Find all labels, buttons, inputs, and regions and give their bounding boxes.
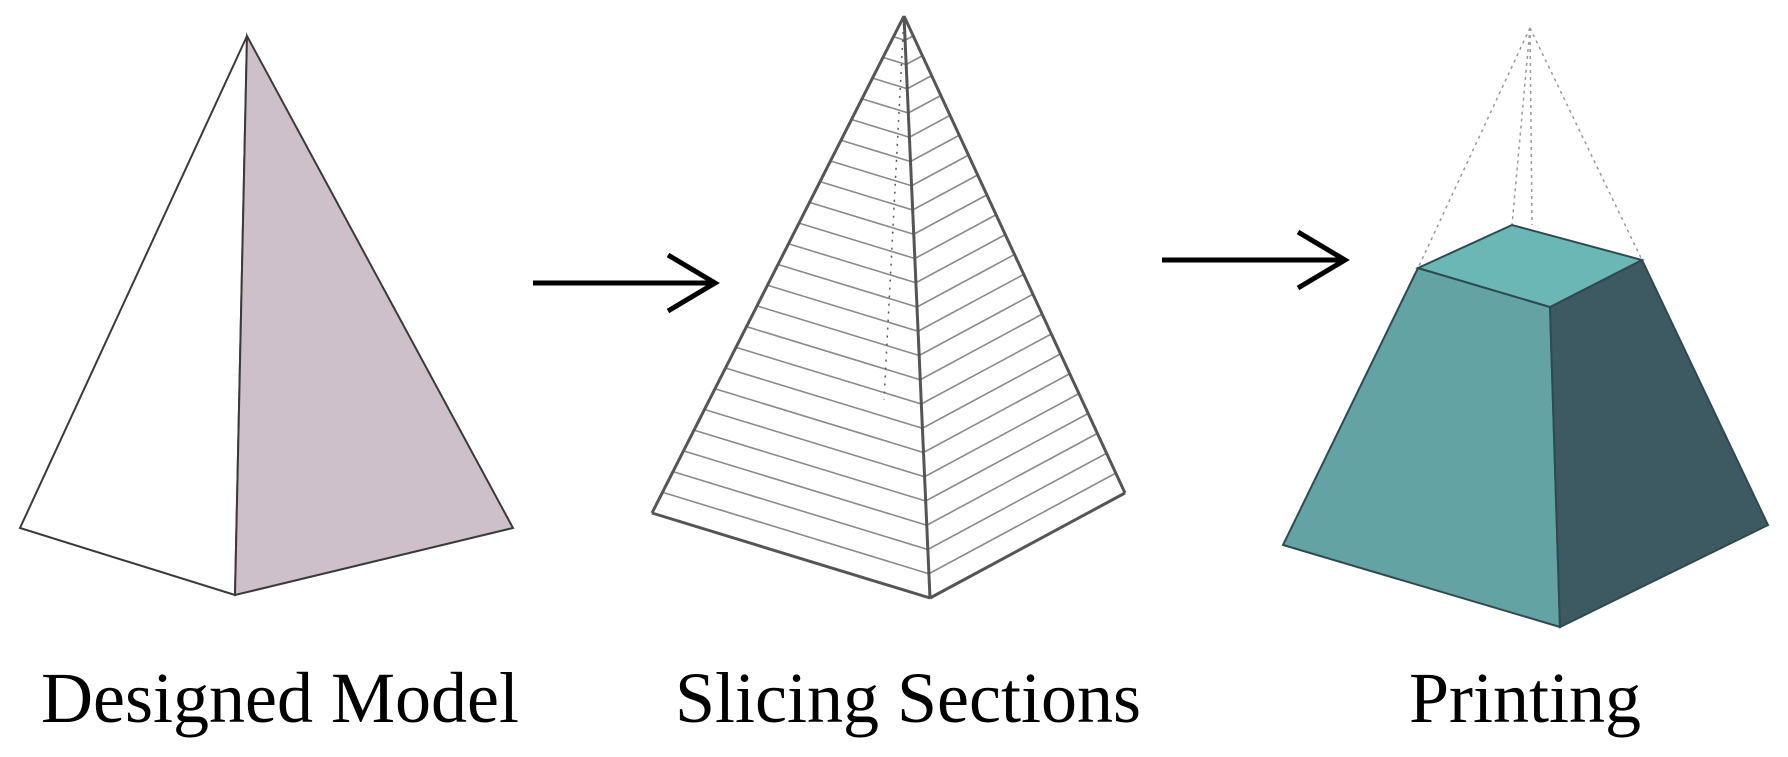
- pyramid-edges: [650, 15, 1127, 600]
- pyramid-right-face: [233, 32, 515, 597]
- pyramid-left-face: [18, 35, 248, 597]
- slice-line: [809, 194, 988, 236]
- arrow-right-icon: [533, 252, 720, 314]
- slice-line: [704, 392, 1080, 478]
- slice-line: [714, 373, 1071, 454]
- designed-model-pyramid: [18, 32, 515, 597]
- slice-line: [662, 472, 1117, 575]
- slice-line: [683, 432, 1098, 527]
- stage-label-designed-model: Designed Model: [41, 658, 519, 738]
- slice-line: [861, 94, 942, 114]
- slice-line: [767, 273, 1025, 333]
- frustum-side-face: [1548, 258, 1770, 629]
- slice-line: [788, 233, 1006, 284]
- stage-label-slicing-sections: Slicing Sections: [675, 658, 1141, 738]
- slice-line: [882, 55, 923, 66]
- slice-line: [830, 154, 969, 187]
- slice-line: [725, 353, 1061, 430]
- arrow-right-icon: [1162, 229, 1350, 291]
- ghost-apex-lines: [1417, 27, 1643, 269]
- frustum-top-face: [1415, 223, 1645, 309]
- slice-line: [798, 214, 997, 260]
- slice-line: [893, 35, 914, 42]
- slice-line: [735, 333, 1052, 405]
- slice-line: [819, 174, 979, 211]
- stage-label-printing: Printing: [1409, 658, 1641, 738]
- frustum-front-face: [1281, 266, 1562, 629]
- slice-line: [651, 492, 1126, 599]
- printing-frustum: [1281, 27, 1770, 629]
- slice-lines: [651, 35, 1126, 599]
- slice-line: [693, 412, 1089, 502]
- slice-line: [851, 114, 951, 139]
- slicing-sections-pyramid: [650, 15, 1127, 600]
- slice-line: [872, 74, 933, 90]
- slice-line: [840, 134, 960, 163]
